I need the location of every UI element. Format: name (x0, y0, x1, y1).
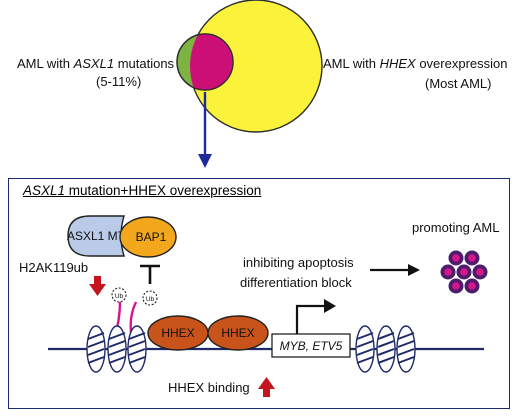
venn-diagram (176, 0, 323, 168)
overlap-outline (176, 33, 234, 91)
hhex-aml-percent: (Most AML) (425, 76, 492, 91)
hhex-aml-label: AML with HHEX overexpression (323, 56, 508, 71)
effect-line-1: inhibiting apoptosis (243, 255, 354, 270)
effect-line-2: differentiation block (240, 275, 352, 290)
promoting-aml-label: promoting AML (412, 220, 500, 235)
mechanism-box: ASXL1 mutation+HHEX overexpression (8, 178, 510, 409)
down-arrow-head (198, 154, 212, 168)
hhex-binding-label: HHEX binding (168, 380, 250, 395)
asxl1-aml-label: AML with ASXL1 mutations (17, 56, 175, 71)
mechanism-title: ASXL1 mutation+HHEX overexpression (23, 183, 262, 198)
asxl1-aml-percent: (5-11%) (96, 74, 142, 89)
h2ak119ub-label: H2AK119ub (19, 260, 89, 275)
